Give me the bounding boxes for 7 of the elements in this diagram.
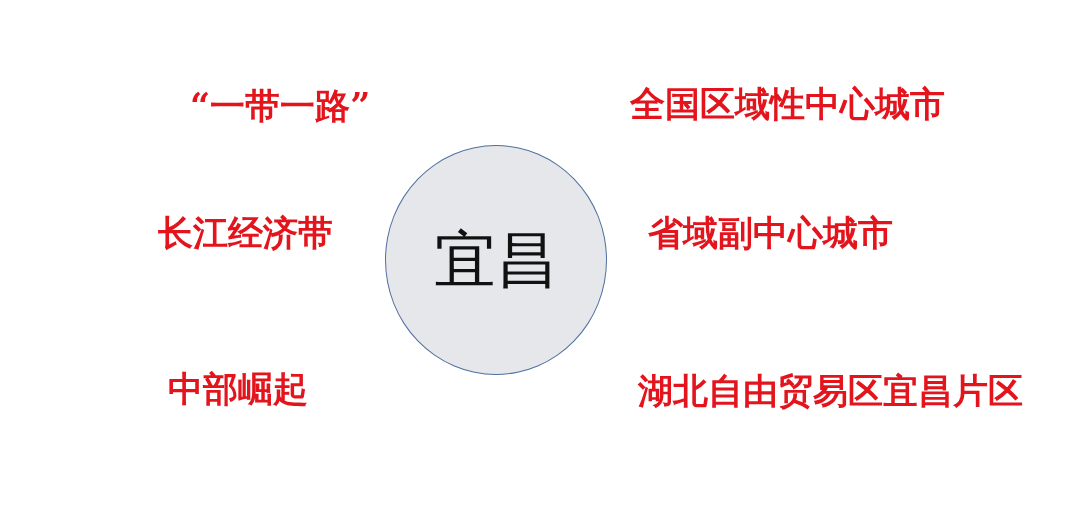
label-text: 全国区域性中心城市 [630, 85, 945, 121]
label-text: 长江经济带 [158, 214, 333, 250]
label-text: 湖北自由贸易区宜昌片区 [638, 372, 1023, 408]
label-text: “一带一路” [190, 87, 371, 123]
city-circle: 宜昌 [385, 145, 607, 375]
label-text: 省域副中心城市 [648, 214, 893, 250]
label-text: 中部崛起 [168, 370, 308, 406]
